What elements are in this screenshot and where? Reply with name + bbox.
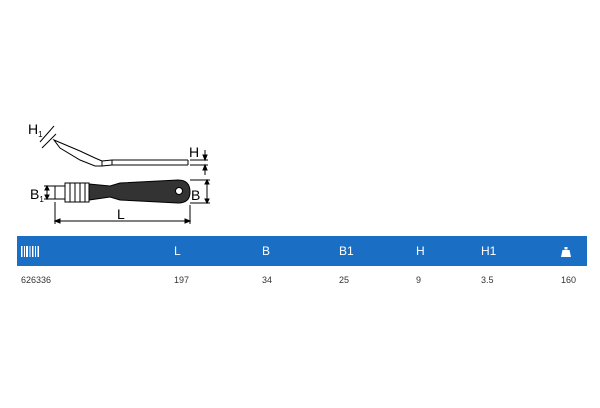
- weight-icon: [561, 246, 571, 257]
- h1-label: H1: [28, 121, 43, 139]
- h-label: H: [189, 144, 199, 160]
- l-label: L: [117, 206, 125, 222]
- cell-b1: 25: [339, 275, 350, 285]
- cell-l: 197: [174, 275, 190, 285]
- h1-dimension: [39, 125, 57, 149]
- col-header-b: B: [262, 244, 271, 258]
- col-header-l: L: [174, 244, 181, 258]
- cell-h: 9: [416, 275, 422, 285]
- col-header-weight: [561, 236, 587, 266]
- b-dimension: [190, 178, 210, 205]
- col-header-code: [17, 236, 174, 266]
- table-row: 626336 197 34 25 9 3.5 160: [17, 266, 587, 294]
- b-label: B: [191, 187, 200, 203]
- col-header-h1: H1: [481, 244, 497, 258]
- cell-code: 626336: [21, 275, 52, 285]
- barcode-icon: [21, 246, 39, 258]
- spec-table: L B B1 H H1 626336 197 34 25 9 3.5 160: [17, 236, 587, 294]
- cell-h1: 3.5: [481, 275, 494, 285]
- tool-drawing: H1 H B1 B: [28, 121, 210, 224]
- table-header-row: L B B1 H H1: [17, 236, 587, 266]
- b1-dimension: [44, 184, 55, 201]
- blade-drawing: [52, 138, 189, 167]
- handle-drawing: [54, 179, 191, 204]
- h-dimension: [190, 150, 208, 175]
- col-header-b1: B1: [339, 244, 354, 258]
- l-dimension: [53, 202, 192, 224]
- col-header-h: H: [416, 244, 425, 258]
- cell-weight: 160: [561, 275, 577, 285]
- cell-b: 34: [262, 275, 273, 285]
- b1-label: B1: [30, 186, 44, 204]
